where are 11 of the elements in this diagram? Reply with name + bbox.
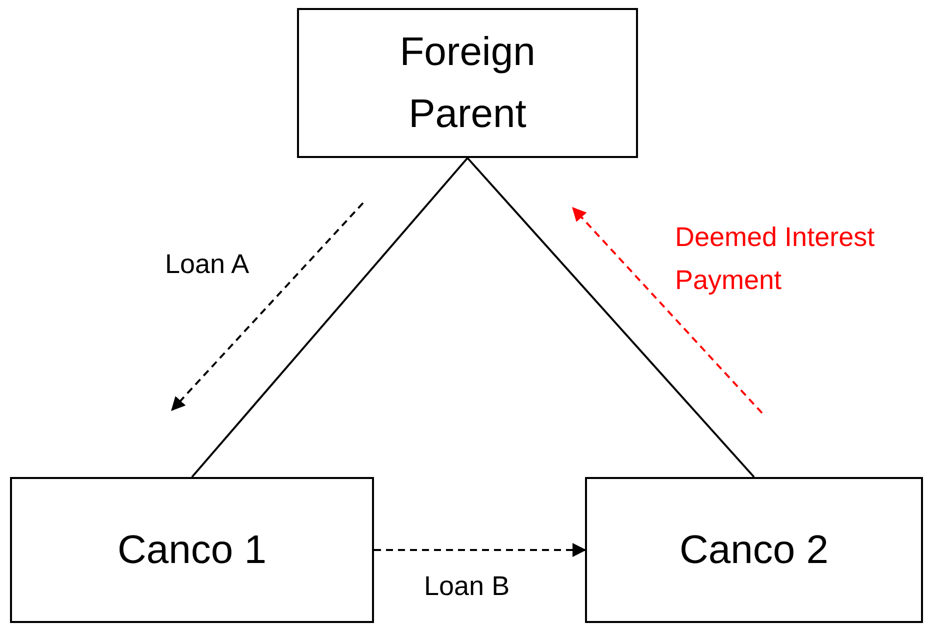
connector-line [466,157,755,478]
entity-box [297,8,638,158]
arrow-label: Deemed Interest Payment [675,221,876,298]
arrow [374,543,586,557]
entity-name: Canco 1 [118,527,266,574]
entity-name: Canco 2 [680,527,828,574]
entity-box [10,477,374,623]
entity-box [585,477,923,623]
arrow-label: Loan A [165,248,250,281]
connector-line [191,157,468,478]
entity-name: Foreign Parent [398,29,536,138]
